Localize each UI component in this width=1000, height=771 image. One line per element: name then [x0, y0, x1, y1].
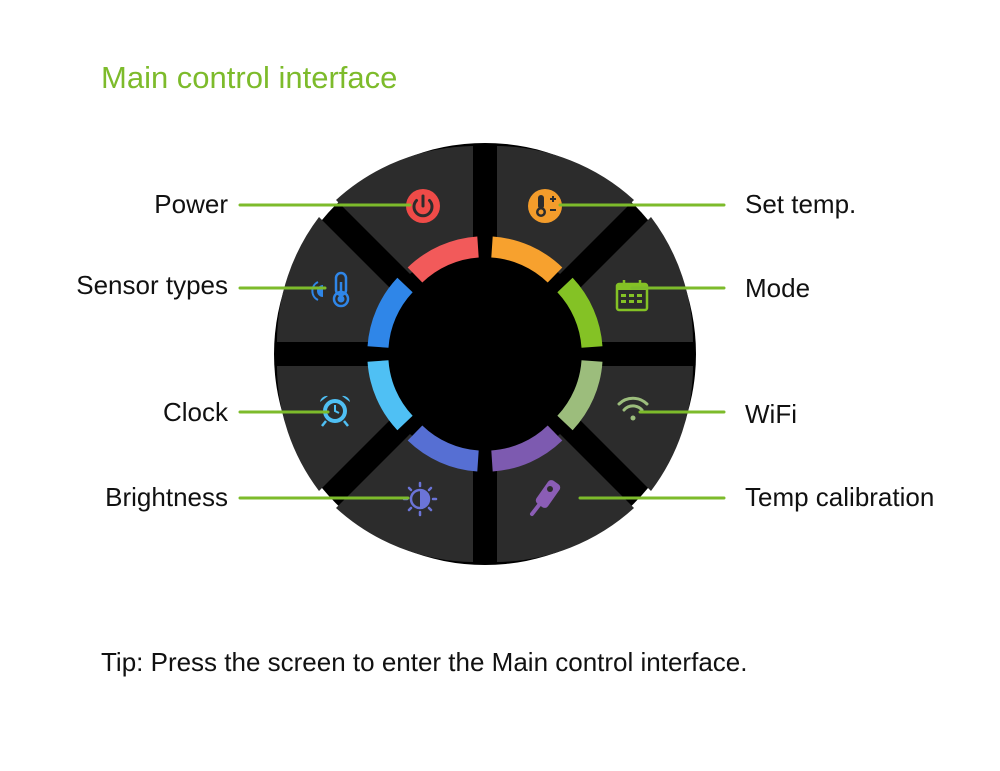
probe-icon: [530, 480, 561, 516]
panel-set-temp[interactable]: [497, 146, 634, 274]
label-set-temp: Set temp.: [745, 189, 857, 219]
label-sensor-types: Sensor types: [76, 270, 228, 300]
tip-text: Tip: Press the screen to enter the Main …: [101, 647, 748, 677]
arc-clock: [367, 359, 413, 431]
arc-brightness: [407, 425, 480, 472]
arc-wifi: [557, 359, 603, 431]
thermometer-plus-minus-icon: [528, 189, 562, 223]
label-brightness: Brightness: [105, 482, 228, 512]
panel-power[interactable]: [336, 146, 473, 274]
label-temp-calibration: Temp calibration: [745, 482, 935, 512]
arc-mode: [557, 277, 603, 349]
page-title: Main control interface: [101, 60, 398, 95]
wifi-icon: [617, 396, 649, 421]
arc-power: [407, 236, 480, 283]
label-clock: Clock: [162, 397, 228, 427]
arc-set-temp: [490, 236, 563, 283]
panel-temp-calibration[interactable]: [497, 434, 634, 562]
center-display[interactable]: [405, 274, 565, 434]
panel-mode[interactable]: [577, 217, 693, 342]
label-power: Power: [154, 189, 228, 219]
label-mode: Mode: [745, 273, 811, 303]
brightness-icon: [402, 481, 438, 517]
panel-wifi[interactable]: [577, 366, 693, 491]
panel-clock[interactable]: [277, 366, 393, 491]
arc-temp-calibration: [490, 425, 563, 472]
alarm-clock-icon: [320, 395, 350, 427]
power-icon: [406, 189, 440, 223]
arc-sensor-types: [367, 277, 413, 349]
label-wifi: WiFi: [745, 399, 797, 429]
